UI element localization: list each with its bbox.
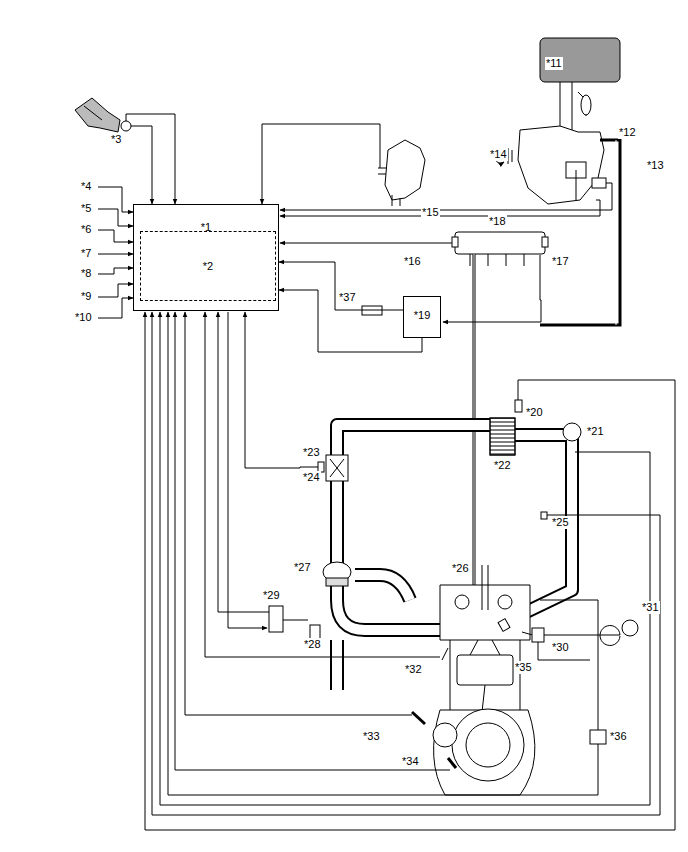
callout-number: *2 [141,260,275,273]
dashed-inner-box: *2 [140,231,276,301]
callout-number: *29 [262,589,281,602]
callout-number: *5 [80,202,92,215]
callout-number: *23 [302,446,321,459]
callout-number: *13 [646,159,665,172]
callout-number: *3 [110,133,122,146]
callout-number: *4 [80,180,92,193]
callout-number: *35 [514,661,533,674]
callout-number: *30 [551,641,570,654]
callout-number: *25 [551,516,570,529]
callout-number: *37 [338,291,357,304]
callout-number: *18 [488,215,507,228]
callout-number: *19 [404,309,440,322]
callout-number: *21 [586,425,605,438]
callout-number: *27 [293,561,312,574]
callout-number: *1 [134,221,278,234]
callout-number: *10 [74,311,93,324]
callout-number: *20 [525,406,544,419]
callout-number: *34 [401,755,420,768]
unit-box: *1 *2 [133,204,279,311]
callout-number: *8 [80,267,92,280]
callout-number: *16 [403,255,422,268]
callout-number: *26 [451,562,470,575]
callout-number: *36 [609,730,628,743]
signal-wire [279,262,403,310]
callout-number: *7 [80,247,92,260]
callout-number: *14 [489,148,508,161]
callout-number: *15 [421,206,440,219]
callout-number: *33 [362,730,381,743]
callout-number: *22 [493,459,512,472]
callout-number: *31 [641,601,660,614]
callout-number: *11 [545,57,563,70]
callout-number: *24 [302,471,321,484]
callout-number: *32 [404,663,423,676]
unit-box: *19 [403,296,441,338]
callout-number: *9 [80,290,92,303]
callout-number: *28 [303,638,322,651]
callout-number: *6 [80,223,92,236]
callout-number: *17 [551,255,570,268]
callout-number: *12 [618,126,637,139]
signal-wire [279,290,422,352]
